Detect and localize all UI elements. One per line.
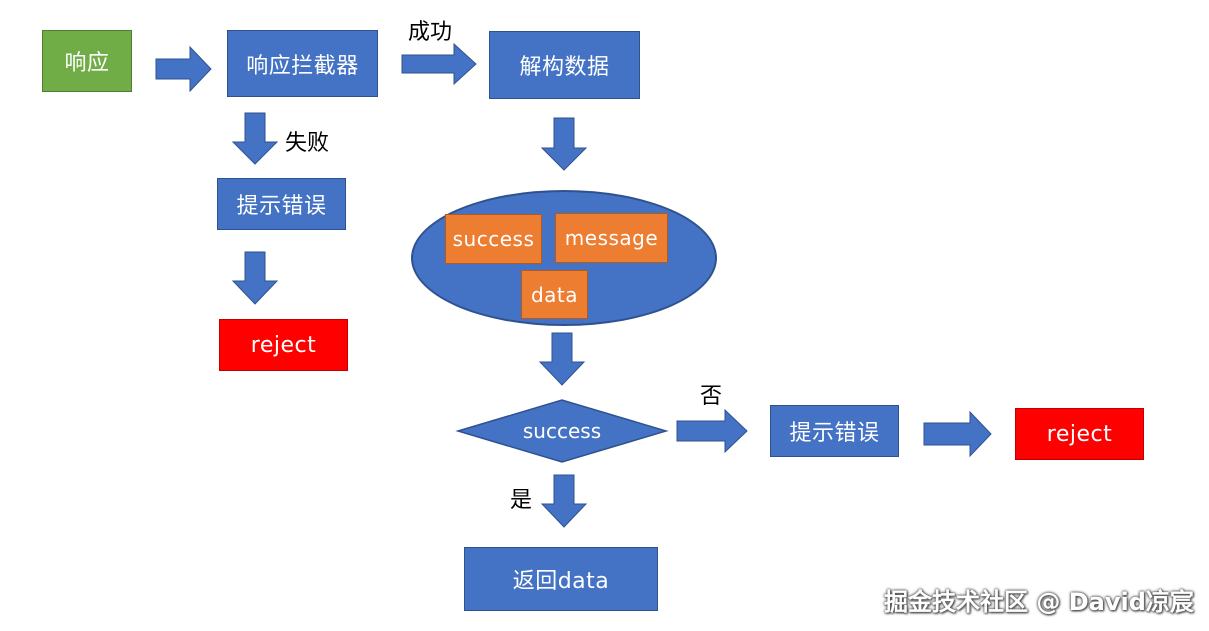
response-node-label: 响应 xyxy=(64,51,110,76)
arrow-response-to-interceptor xyxy=(155,45,212,93)
arrow-decision-to-error xyxy=(676,408,748,454)
show-error-left-label: 提示错误 xyxy=(236,194,327,219)
arrow-error-to-reject xyxy=(923,410,992,458)
arrow-interceptor-to-error xyxy=(231,112,279,165)
show-error-right-node: 提示错误 xyxy=(770,405,899,457)
response-node: 响应 xyxy=(42,30,132,92)
decision-label: success xyxy=(522,419,602,443)
yes-edge-label: 是 xyxy=(510,488,533,513)
show-error-right-label: 提示错误 xyxy=(789,421,880,446)
failure-edge-label: 失败 xyxy=(285,131,330,156)
reject-right-node: reject xyxy=(1015,408,1144,460)
reject-left-node: reject xyxy=(219,319,348,371)
destructure-node: 解构数据 xyxy=(489,31,640,99)
arrow-interceptor-to-destructure xyxy=(401,42,477,86)
watermark: 掘金技术社区 @ David凉宸 xyxy=(884,588,1194,616)
arrow-error-to-reject-left xyxy=(231,251,279,305)
field-message: message xyxy=(555,213,668,263)
field-success: success xyxy=(445,214,542,264)
arrow-fields-to-decision xyxy=(538,332,586,386)
no-edge-label: 否 xyxy=(700,384,723,409)
field-data-label: data xyxy=(530,282,579,307)
field-success-label: success xyxy=(452,227,535,251)
reject-left-label: reject xyxy=(250,332,317,358)
interceptor-node: 响应拦截器 xyxy=(227,30,378,97)
destructure-node-label: 解构数据 xyxy=(519,55,610,80)
show-error-left-node: 提示错误 xyxy=(217,178,346,230)
return-data-label: 返回data xyxy=(512,569,610,594)
interceptor-node-label: 响应拦截器 xyxy=(246,53,359,79)
arrow-destructure-to-fields xyxy=(540,117,588,171)
field-data: data xyxy=(521,270,588,319)
reject-right-label: reject xyxy=(1046,421,1113,447)
return-data-node: 返回data xyxy=(464,547,658,611)
success-edge-label: 成功 xyxy=(408,20,453,45)
decision-diamond xyxy=(455,399,669,463)
field-message-label: message xyxy=(564,226,659,250)
arrow-decision-to-return xyxy=(540,474,588,528)
